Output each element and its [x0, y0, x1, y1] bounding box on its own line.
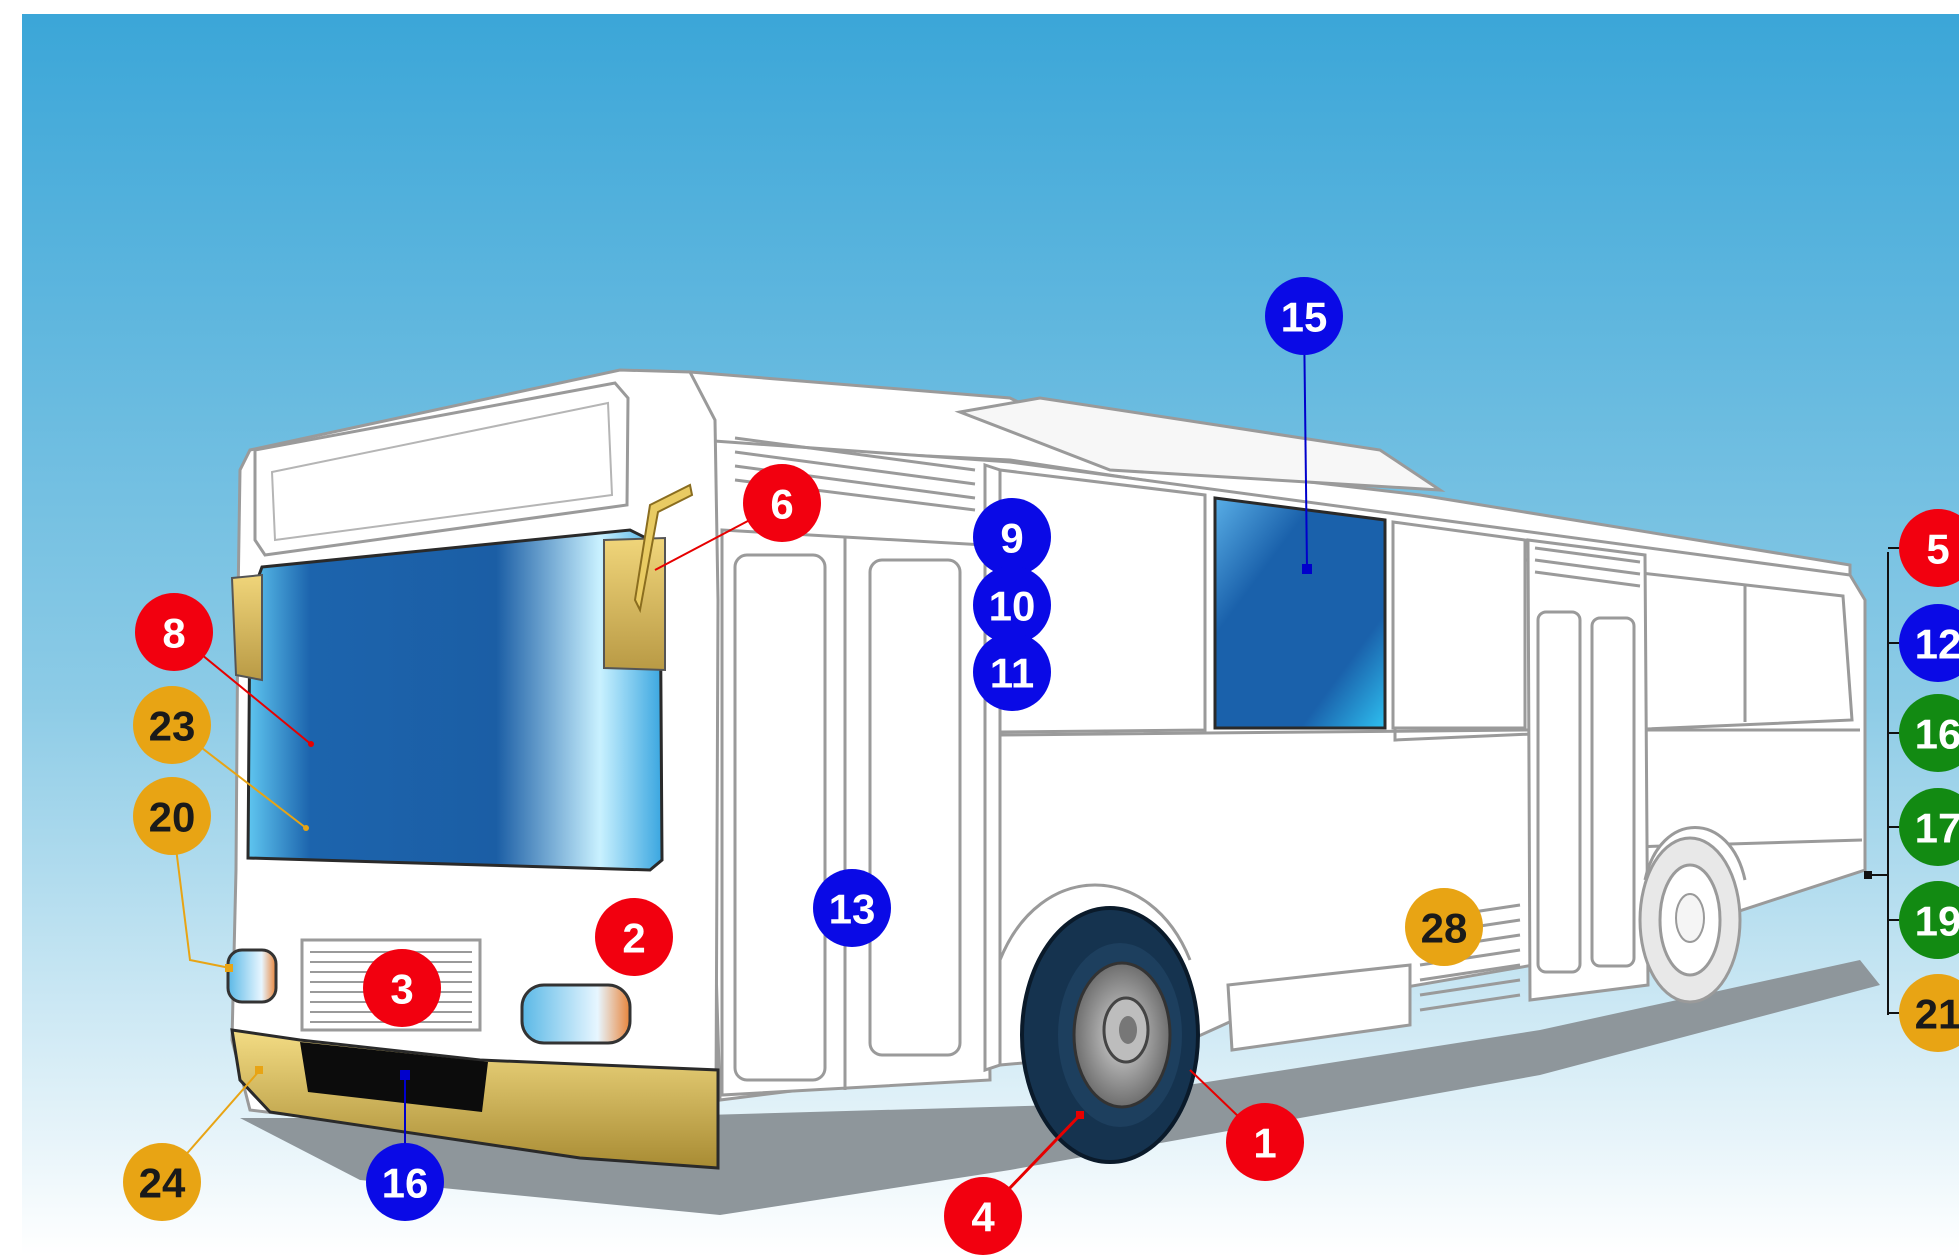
- badge-label: 28: [1421, 905, 1468, 952]
- badge-label: 12: [1915, 621, 1959, 668]
- badge-label: 4: [971, 1194, 995, 1241]
- badge-label: 23: [149, 703, 196, 750]
- side-window: [1215, 498, 1385, 728]
- left-mirror: [232, 575, 262, 680]
- callout-13-9: 13: [813, 869, 891, 947]
- callout-8-5: 8: [135, 593, 213, 671]
- badge-label: 3: [390, 966, 413, 1013]
- badge-label: 13: [829, 886, 876, 933]
- badge-label: 20: [149, 794, 196, 841]
- badge-label: 5: [1926, 526, 1949, 573]
- callout-20-12: 20: [133, 777, 211, 855]
- badge-label: 10: [989, 583, 1036, 630]
- right-mirror: [604, 538, 665, 670]
- callout-6-4: 6: [743, 464, 821, 542]
- callout-11-8: 11: [973, 633, 1051, 711]
- badge-label: 8: [162, 610, 185, 657]
- badge-label: 17: [1915, 805, 1959, 852]
- rear-wheel: [1640, 838, 1740, 1002]
- badge-label: 9: [1000, 515, 1023, 562]
- windshield: [248, 530, 662, 870]
- callout-9-6: 9: [973, 498, 1051, 576]
- badge-label: 1: [1253, 1120, 1276, 1167]
- callout-3-2: 3: [363, 949, 441, 1027]
- badge-label: 16: [1915, 711, 1959, 758]
- badge-label: 15: [1281, 294, 1328, 341]
- callout-10-7: 10: [973, 566, 1051, 644]
- callout-23-13: 23: [133, 686, 211, 764]
- badge-label: 21: [1915, 991, 1959, 1038]
- right-headlight: [522, 985, 630, 1043]
- callout-28-15: 28: [1405, 888, 1483, 966]
- badge-label: 16: [382, 1160, 429, 1207]
- callout-1-0: 1: [1226, 1103, 1304, 1181]
- badge-label: 6: [770, 481, 793, 528]
- badge-label: 2: [622, 915, 645, 962]
- callout-4-3: 4: [944, 1177, 1022, 1255]
- badge-label: 11: [990, 650, 1034, 697]
- callout-16-11: 16: [366, 1143, 444, 1221]
- callout-2-1: 2: [595, 898, 673, 976]
- front-wheel: [1022, 908, 1198, 1162]
- left-headlight: [228, 950, 276, 1002]
- badge-label: 24: [139, 1160, 186, 1207]
- callout-24-14: 24: [123, 1143, 201, 1221]
- callout-15-10: 15: [1265, 277, 1343, 355]
- badge-label: 19: [1915, 898, 1959, 945]
